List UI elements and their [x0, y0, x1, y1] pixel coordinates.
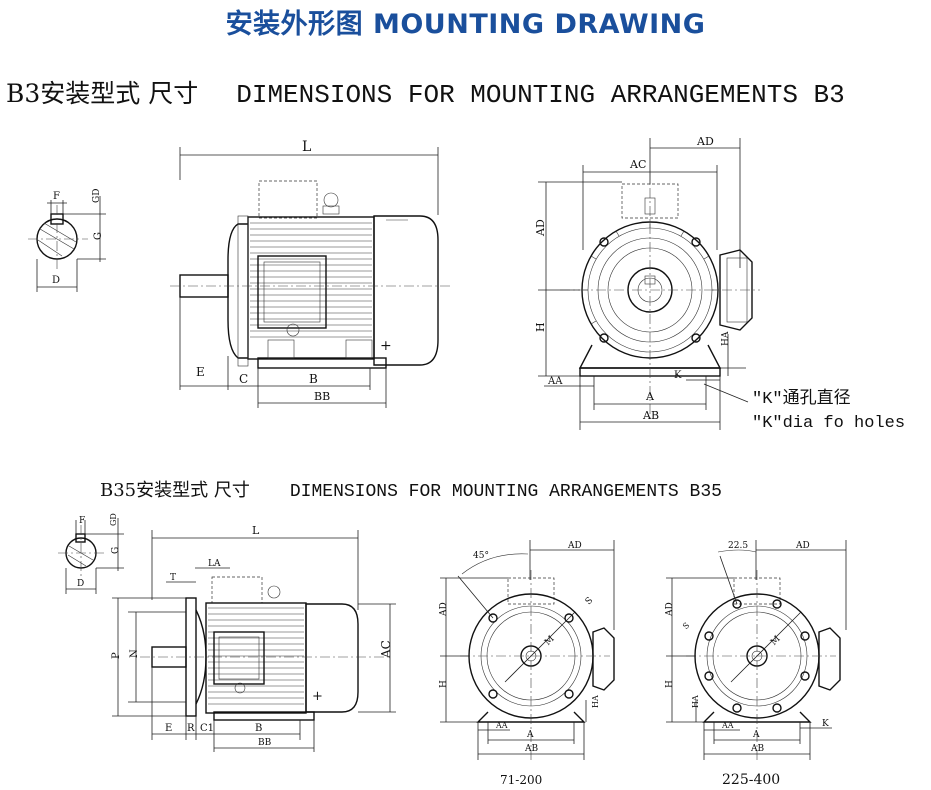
b3-label-ha: HA — [721, 331, 731, 346]
b35-plus-mark: + — [312, 689, 323, 704]
b35b-label-a: A — [752, 730, 760, 740]
b35-range-225-400: 225-400 — [722, 772, 780, 788]
b35-label-bb: BB — [258, 738, 272, 748]
page-title: 安装外形图 MOUNTING DRAWING — [225, 9, 706, 40]
b35-heading: B35安装型式 尺寸 DIMENSIONS FOR MOUNTING ARRANG… — [100, 476, 722, 502]
b35-label-l: L — [252, 524, 260, 537]
b35-heading-cn: B35安装型式 尺寸 — [100, 480, 250, 501]
k-holes-note: "K"通孔直径 "K"dia fo holes — [752, 388, 905, 436]
b3-front-view: AD AC — [534, 135, 760, 430]
b35a-label-angle: 45° — [473, 551, 489, 561]
b3-heading-cn: B3安装型式 尺寸 — [6, 79, 199, 108]
b3-label-bb: BB — [314, 390, 330, 403]
b3-label-a: A — [645, 390, 655, 403]
b35-label-g: G — [111, 547, 121, 554]
b3-label-aa: AA — [547, 376, 563, 387]
b35b-label-ab: AB — [750, 744, 764, 754]
b3-side-view: L — [170, 139, 450, 408]
b35-label-t: T — [170, 573, 176, 583]
b35a-label-m: M — [543, 634, 557, 648]
b35a-label-ad-top: AD — [567, 541, 582, 551]
b35a-label-s: S — [584, 596, 595, 607]
b35-label-gd: GD — [109, 513, 118, 526]
b3-label-e: E — [196, 365, 205, 379]
b35-heading-en: DIMENSIONS FOR MOUNTING ARRANGEMENTS B35 — [289, 482, 722, 502]
b3-label-f: F — [53, 191, 60, 202]
b3-shaft-section: F GD G D — [28, 189, 106, 292]
b35-front-view-71-200: AD 45° M S AD H HA AA A — [439, 540, 615, 760]
b35a-label-ha: HA — [591, 695, 600, 708]
b35a-label-ad-side: AD — [439, 602, 449, 617]
b35a-label-a: A — [526, 730, 534, 740]
b35a-label-ab: AB — [524, 744, 538, 754]
b35-label-ac: AC — [379, 640, 393, 659]
b3-label-k: K — [674, 370, 682, 381]
b3-heading: B3安装型式 尺寸 DIMENSIONS FOR MOUNTING ARRANGE… — [6, 74, 845, 110]
b35b-label-m: M — [769, 634, 783, 648]
b3-label-d: D — [52, 275, 60, 286]
b35-label-p: P — [111, 652, 122, 659]
b35-label-r: R — [187, 723, 195, 734]
k-holes-note-en: "K"dia fo holes — [752, 414, 906, 433]
b35a-label-h: H — [439, 680, 449, 688]
b3-label-ad-top: AD — [696, 135, 714, 148]
b35-shaft-section: F GD G D — [58, 513, 124, 594]
b35-label-n: N — [129, 649, 140, 658]
b3-label-gd: GD — [92, 189, 102, 203]
b35b-label-s: S — [681, 621, 691, 631]
b3-label-ad-side: AD — [534, 219, 547, 237]
b35-cooling-fins — [208, 607, 304, 705]
b35-side-view: L LA T — [111, 524, 396, 752]
b3-label-l: L — [302, 139, 311, 155]
b35b-label-aa: AA — [721, 721, 734, 730]
b35-label-la: LA — [208, 559, 221, 569]
b35-label-e: E — [165, 723, 172, 734]
b35-label-b: B — [255, 723, 262, 734]
b3-plus-mark: + — [380, 338, 392, 354]
b3-label-ac: AC — [629, 158, 646, 171]
b35-label-f: F — [79, 516, 85, 526]
b3-cooling-fins — [250, 222, 372, 338]
b3-label-ab: AB — [642, 409, 659, 422]
b35b-label-ad-side: AD — [665, 602, 675, 617]
b35b-label-k: K — [822, 719, 829, 729]
b3-label-b: B — [309, 372, 318, 386]
b3-label-c: C — [239, 372, 248, 386]
b35-label-c1: C1 — [200, 723, 214, 734]
b35b-label-ha: HA — [691, 695, 700, 708]
b35a-label-aa: AA — [495, 721, 508, 730]
k-holes-note-cn: "K"通孔直径 — [752, 390, 851, 409]
b3-heading-en: DIMENSIONS FOR MOUNTING ARRANGEMENTS B3 — [236, 80, 845, 110]
b3-label-h: H — [534, 322, 547, 332]
b3-label-g: G — [93, 232, 104, 240]
b35-label-d: D — [77, 579, 84, 589]
b35b-label-angle: 22.5 — [728, 541, 748, 551]
b35b-label-h: H — [665, 680, 675, 688]
b35-range-71-200: 71-200 — [500, 773, 542, 787]
b35-front-view-225-400: AD 22.5 M S AD H HA — [665, 540, 847, 760]
b35b-label-ad-top: AD — [795, 541, 810, 551]
